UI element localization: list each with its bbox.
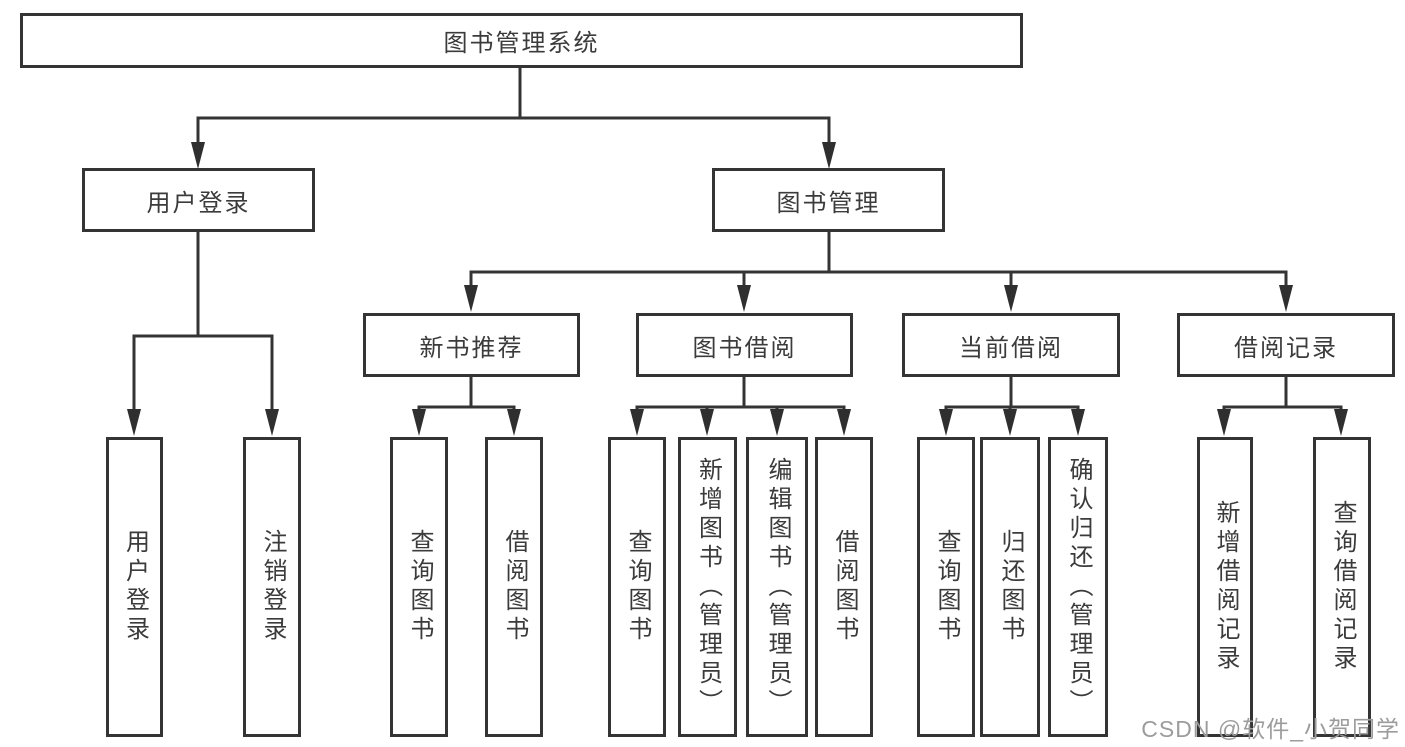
node-new-book-recommend: 新书推荐 <box>363 313 580 377</box>
arrowheads <box>127 142 1348 436</box>
leaf-record-query: 查询借阅记录 <box>1313 437 1371 737</box>
leaf-newbook-query-book: 查询图书 <box>390 437 448 737</box>
node-book-borrow: 图书借阅 <box>636 313 853 377</box>
node-borrow-record: 借阅记录 <box>1177 313 1395 377</box>
leaf-borrow-borrow-book: 借阅图书 <box>815 437 873 737</box>
leaf-current-confirm-return-admin: 确认归还（管理员） <box>1048 437 1108 737</box>
node-root: 图书管理系统 <box>20 13 1023 68</box>
node-book-management: 图书管理 <box>712 168 945 232</box>
leaf-borrow-query-book: 查询图书 <box>608 437 666 737</box>
leaf-logout: 注销登录 <box>243 437 301 737</box>
node-user-login: 用户登录 <box>82 168 315 232</box>
leaf-newbook-borrow-book: 借阅图书 <box>485 437 543 737</box>
leaf-current-query-book: 查询图书 <box>917 437 975 737</box>
leaf-borrow-add-book-admin: 新增图书（管理员） <box>678 437 737 737</box>
leaf-current-return-book: 归还图书 <box>980 437 1040 737</box>
leaf-borrow-edit-book-admin: 编辑图书（管理员） <box>746 437 808 737</box>
leaf-user-login: 用户登录 <box>106 437 163 737</box>
leaf-record-add: 新增借阅记录 <box>1197 437 1253 737</box>
csdn-watermark: CSDN @软件_小贺同学 <box>1141 716 1400 742</box>
node-current-borrow: 当前借阅 <box>902 313 1120 377</box>
